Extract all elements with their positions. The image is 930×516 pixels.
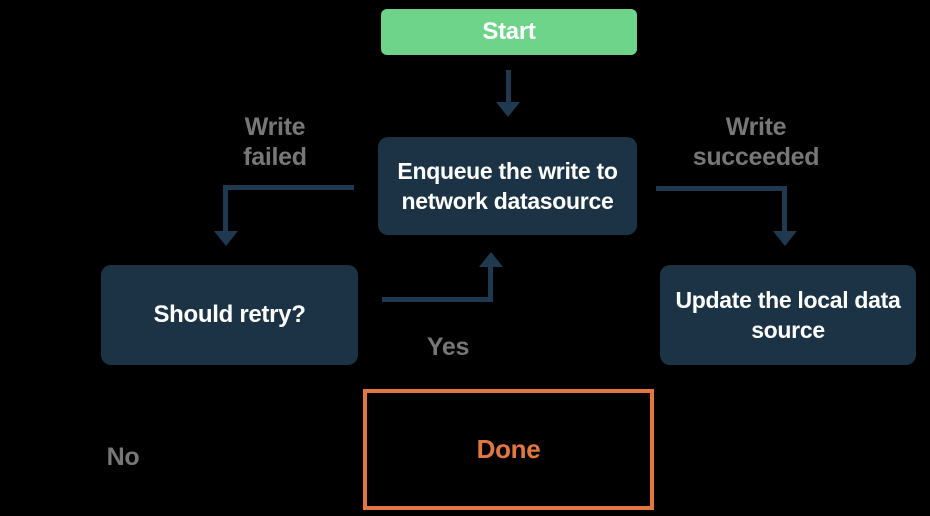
node-should-retry: Should retry? — [101, 265, 358, 365]
node-done: Done — [363, 389, 654, 510]
arrowhead-down-icon — [773, 231, 797, 246]
edge-label-no: No — [106, 443, 140, 471]
node-enqueue-write: Enqueue the write to network datasource — [378, 137, 637, 235]
node-update-local-source: Update the local data source — [660, 265, 916, 365]
edge-label-yes: Yes — [426, 333, 470, 361]
arrow-segment — [656, 186, 787, 191]
arrow-segment — [506, 70, 511, 102]
arrow-segment — [223, 185, 354, 190]
arrow-segment — [488, 266, 493, 302]
arrowhead-down-icon — [496, 102, 520, 117]
arrow-segment — [382, 297, 493, 302]
arrowhead-up-icon — [479, 252, 503, 267]
edge-label-write-succeeded: Write succeeded — [692, 113, 820, 171]
arrowhead-down-icon — [214, 231, 238, 246]
edge-label-write-failed: Write failed — [243, 113, 307, 171]
arrow-segment — [223, 185, 228, 231]
node-start: Start — [381, 9, 637, 55]
arrow-segment — [782, 186, 787, 231]
